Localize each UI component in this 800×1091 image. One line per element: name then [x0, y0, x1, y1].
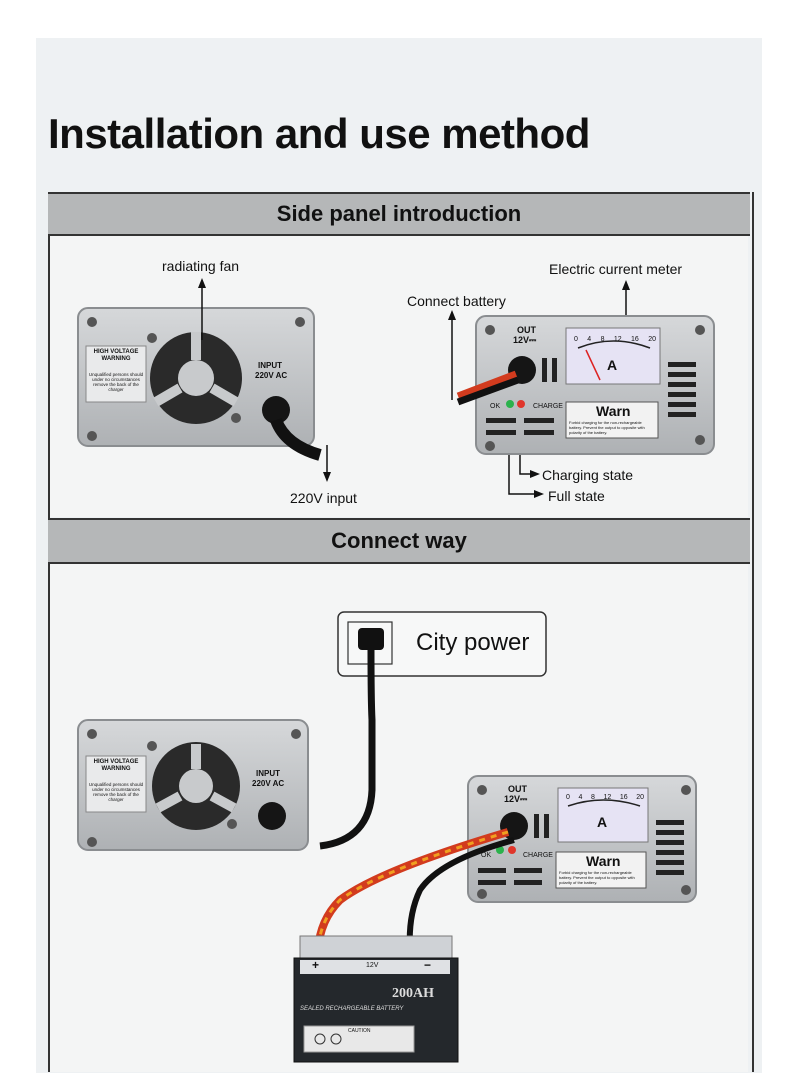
meter-unit-2: A [597, 814, 608, 830]
out-label-line1-2: OUT [508, 784, 527, 794]
meter-tick: 12 [603, 794, 612, 801]
led-charge-label: CHARGE [533, 403, 563, 410]
label-charging-state: Charging state [542, 467, 634, 483]
input-label-line2: 220V AC [255, 371, 288, 380]
meter-tick: 8 [600, 336, 605, 343]
city-power-label: City power [416, 629, 530, 656]
out-label-line1: OUT [517, 325, 536, 335]
battery-caution: CAUTION [348, 1028, 371, 1034]
high-voltage-warning-text-2: Unqualified persons should under no circ… [88, 782, 144, 802]
charger-input-side-bottom [77, 719, 309, 851]
led-ok-label: OK [490, 403, 501, 410]
charger-input-side-top [77, 307, 322, 461]
label-radiating-fan: radiating fan [162, 258, 240, 274]
ac-cable [319, 649, 376, 850]
meter-tick: 4 [587, 336, 592, 343]
warn-text-2: Forbid charging for the non-rechargeable… [559, 870, 635, 885]
meter-tick: 0 [574, 336, 578, 343]
label-connect-battery: Connect battery [407, 293, 506, 309]
meter-tick: 4 [578, 794, 583, 801]
section-header-connect-way: Connect way [48, 518, 750, 564]
battery-capacity: 200AH [392, 986, 434, 1001]
meter-tick: 0 [566, 794, 570, 801]
meter-tick: 16 [631, 336, 639, 343]
content-frame [48, 192, 754, 1072]
meter-unit: A [607, 357, 618, 373]
battery-cable-positive [314, 828, 510, 951]
section-header-side-panel: Side panel introduction [48, 192, 750, 236]
battery-cable-negative [406, 837, 515, 951]
meter-tick: 16 [619, 794, 628, 801]
meter-tick: 20 [648, 336, 656, 343]
battery-type: SEALED RECHARGEABLE BATTERY [300, 1006, 404, 1012]
input-label-line1-2: INPUT [256, 769, 280, 778]
out-label-line2-2: 12V⎓ [504, 794, 528, 804]
high-voltage-warning-text: Unqualified persons should under no circ… [88, 372, 144, 392]
meter-tick: 12 [613, 336, 622, 343]
input-label-line2-2: 220V AC [252, 779, 285, 788]
meter-tick: 20 [636, 794, 644, 801]
label-full-state: Full state [548, 488, 605, 504]
meter-tick: 8 [590, 794, 595, 801]
out-label-line2: 12V⎓ [513, 335, 537, 345]
meter-scale: 0 4 8 12 16 20 [574, 336, 656, 343]
meter-scale-2: 0 4 8 12 16 20 [566, 794, 644, 801]
input-label-line1: INPUT [258, 361, 282, 370]
warn-title-2: Warn [586, 853, 621, 869]
warn-title: Warn [596, 403, 631, 419]
warn-text: Forbid charging for the non-rechargeable… [569, 420, 645, 435]
battery-voltage: 12V [366, 962, 379, 969]
led-charge-label-2: CHARGE [523, 852, 553, 859]
page-title: Installation and use method [48, 110, 590, 157]
led-ok-label-2: OK [481, 852, 492, 859]
label-current-meter: Electric current meter [549, 261, 683, 277]
city-power-box [337, 611, 547, 677]
charger-output-side-top [456, 315, 715, 455]
battery-plus-terminal: + [312, 958, 320, 972]
battery [293, 935, 459, 1063]
charger-output-side-bottom [467, 775, 697, 903]
high-voltage-warning-title: HIGH VOLTAGE WARNING [93, 349, 139, 362]
plug-icon [358, 628, 384, 650]
battery-minus-terminal: − [424, 958, 432, 972]
high-voltage-warning-title-2: HIGH VOLTAGE WARNING [93, 759, 139, 772]
label-220v-input: 220V input [290, 490, 357, 506]
